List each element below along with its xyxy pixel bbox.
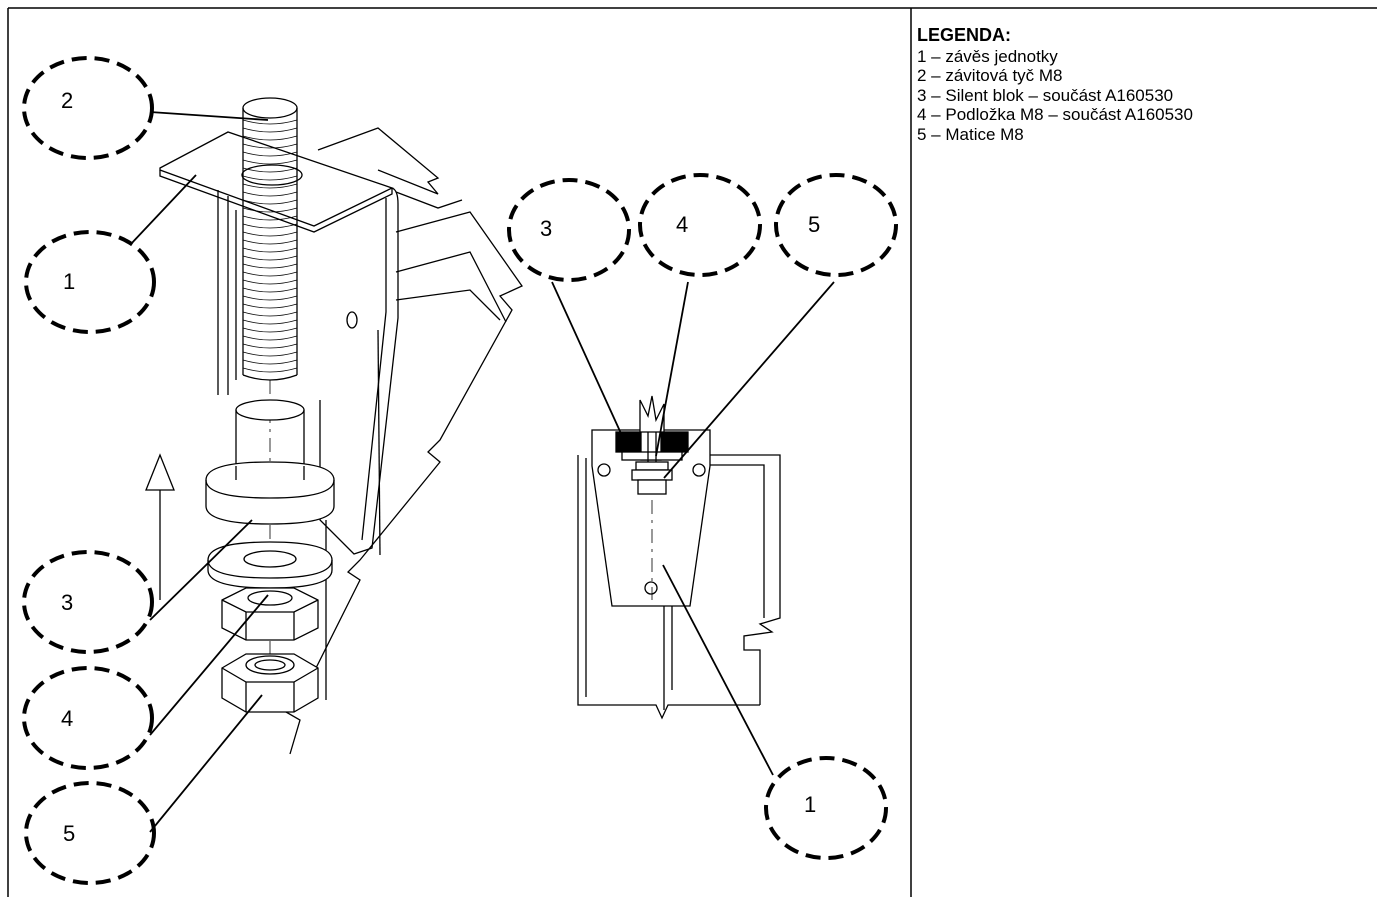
callouts-left	[22, 56, 156, 885]
callout-number: 5	[808, 212, 820, 237]
callout-number: 3	[540, 216, 552, 241]
legend-item: 1 – závěs jednotky	[917, 46, 1058, 66]
callout-circle	[24, 230, 156, 334]
callout-circle	[22, 666, 154, 770]
callout-circle	[774, 173, 898, 277]
hanger-bracket-front	[591, 429, 711, 607]
callout-number: 4	[676, 212, 688, 237]
callout-number: 2	[61, 88, 73, 113]
callout-circle	[22, 550, 154, 654]
legend: LEGENDA: 1 – závěs jednotky 2 – závitová…	[917, 25, 1367, 144]
callout-circle	[638, 173, 762, 277]
threaded-rod	[242, 97, 298, 381]
washer	[207, 541, 333, 589]
callout-circle	[24, 781, 156, 885]
legend-item: 4 – Podložka M8 – součást A160530	[917, 105, 1193, 124]
exploded-view	[129, 97, 523, 833]
hanger-bracket	[159, 131, 399, 555]
legend-item: 3 – Silent blok – součást A160530	[917, 85, 1174, 105]
callout-circle	[507, 178, 631, 282]
callout-number: 1	[63, 269, 75, 294]
leader-lines-front	[551, 281, 835, 776]
callout-circle	[764, 756, 888, 860]
callouts-right	[507, 173, 898, 860]
nuts-front	[631, 461, 673, 495]
callout-number: 5	[63, 821, 75, 846]
legend-item: 5 – Matice M8	[917, 124, 1024, 144]
legend-item: 2 – závitová tyč M8	[917, 66, 1063, 85]
direction-arrow	[145, 453, 175, 600]
callout-circle	[22, 56, 154, 160]
assembled-view	[551, 281, 835, 776]
callout-number: 4	[61, 706, 73, 731]
callout-number: 1	[804, 792, 816, 817]
callout-number: 3	[61, 590, 73, 615]
silent-block	[205, 399, 335, 525]
leader-lines	[129, 111, 269, 833]
nut-lower	[221, 653, 319, 713]
nut-upper	[221, 587, 319, 641]
legend-title: LEGENDA:	[917, 25, 1011, 45]
table-frame	[7, 7, 1377, 897]
